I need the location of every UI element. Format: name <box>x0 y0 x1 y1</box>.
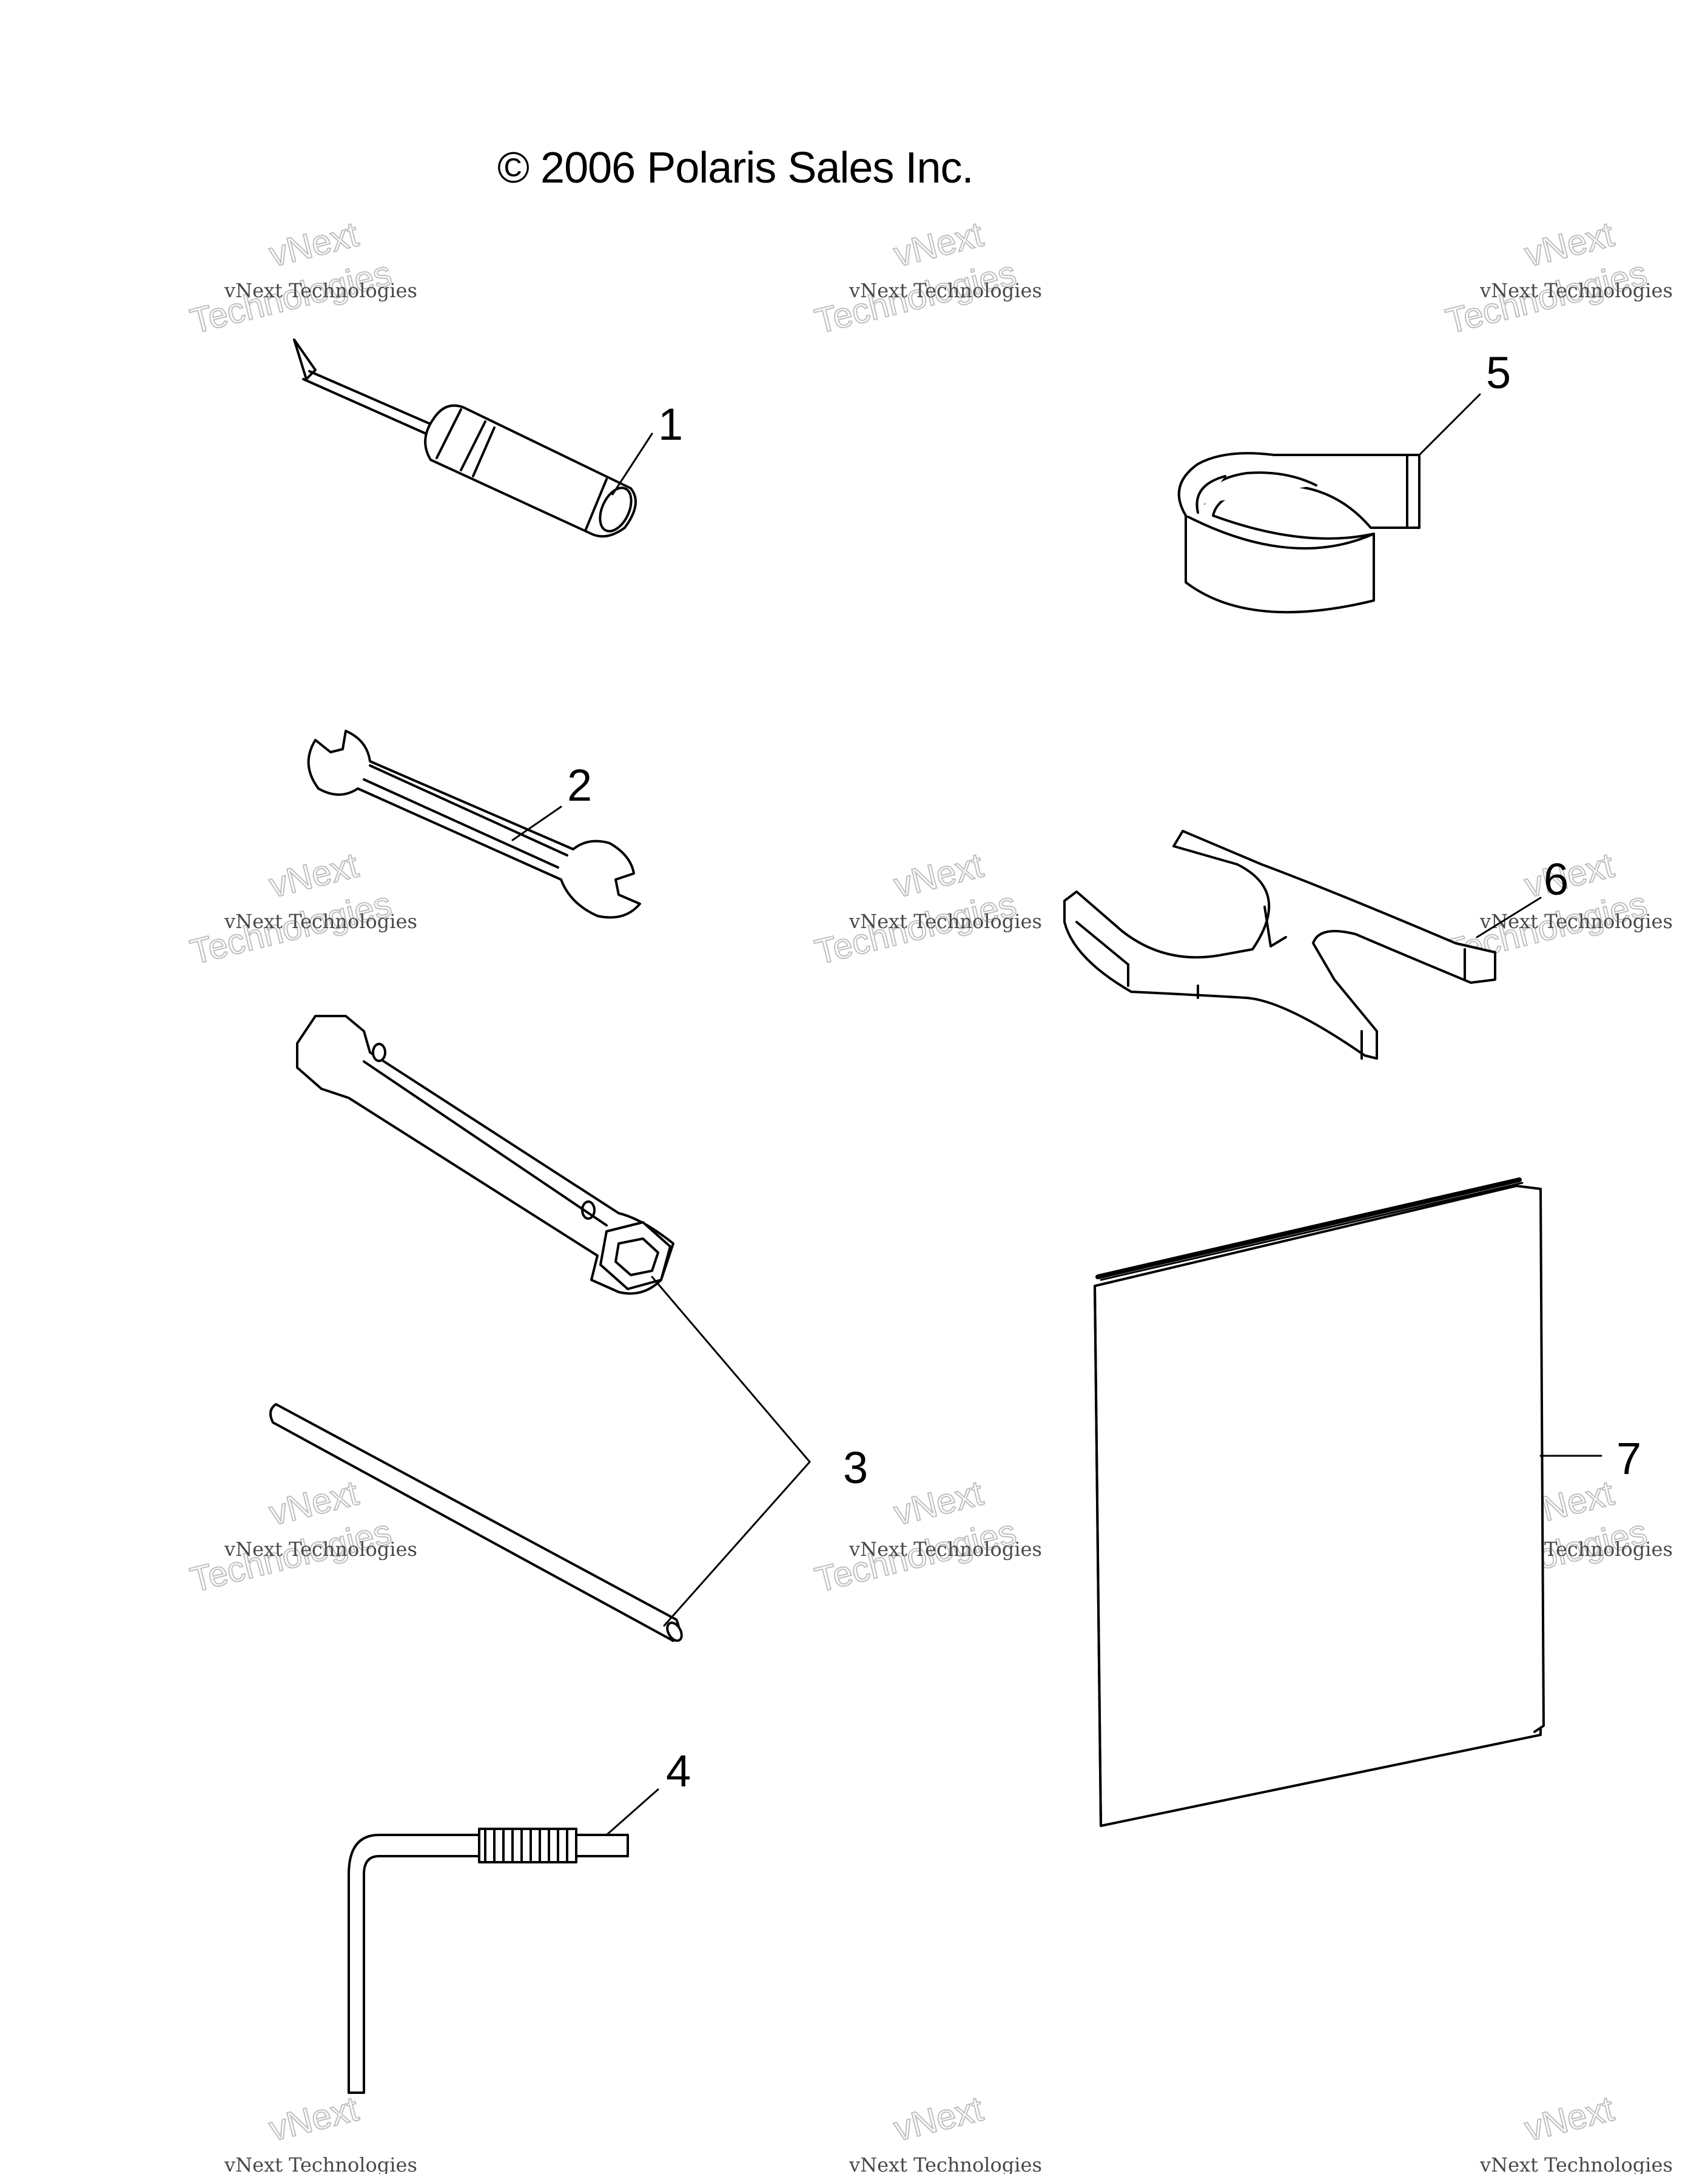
watermark-3: vNext Technologies vNext Technologies <box>1441 214 1673 342</box>
copyright-notice: © 2006 Polaris Sales Inc. <box>497 144 973 192</box>
watermark-text: vNext Technologies <box>224 279 417 302</box>
callout-7: 7 <box>1616 1433 1641 1484</box>
strap-icon[interactable] <box>1177 452 1421 614</box>
callout-4: 4 <box>666 1746 691 1796</box>
watermark-4: vNext Technologies vNext Technologies <box>186 845 417 973</box>
watermark-text: vNext Technologies <box>849 2153 1042 2174</box>
socket-wrench-icon[interactable] <box>296 1015 674 1295</box>
watermark-text: vNext Technologies <box>1479 279 1673 302</box>
watermark-text: vNext Technologies <box>1479 910 1673 933</box>
screwdriver-icon[interactable] <box>293 338 637 538</box>
watermark-text: vNext Technologies <box>849 1538 1042 1561</box>
callout-2: 2 <box>567 760 592 810</box>
watermark-text: vNext Technologies <box>224 910 417 933</box>
hex-key-icon[interactable] <box>348 1828 629 2094</box>
watermark-text: vNext <box>1521 2089 1618 2149</box>
callout-labels: 1 2 3 4 5 6 7 <box>567 348 1641 1796</box>
watermark-11: vNext vNext Technologies <box>849 2088 1042 2174</box>
callout-1: 1 <box>658 399 683 449</box>
callout-6: 6 <box>1544 854 1568 904</box>
leader-lines <box>511 393 1602 1836</box>
spanner-icon[interactable] <box>1063 830 1496 1060</box>
watermark-text: vNext Technologies <box>849 279 1042 302</box>
tommy-bar-icon[interactable] <box>269 1403 685 1643</box>
watermark-1: vNext Technologies vNext Technologies <box>186 214 417 342</box>
watermark-2: vNext Technologies vNext Technologies <box>810 214 1042 342</box>
watermark-7: vNext Technologies vNext Technologies <box>186 1473 417 1601</box>
watermark-text: vNext Technologies <box>224 2153 417 2174</box>
watermark-text: vNext <box>890 2089 987 2149</box>
manual-icon[interactable] <box>1094 1177 1545 1827</box>
watermark-10: vNext vNext Technologies <box>224 2088 417 2174</box>
callout-5: 5 <box>1486 348 1511 398</box>
watermark-text: vNext Technologies <box>224 1538 417 1561</box>
watermark-12: vNext vNext Technologies <box>1479 2088 1673 2174</box>
wrench-icon[interactable] <box>307 730 641 919</box>
watermark-text: vNext Technologies <box>849 910 1042 933</box>
callout-3: 3 <box>843 1442 868 1493</box>
watermark-text: vNext Technologies <box>1479 2153 1673 2174</box>
watermark-5: vNext Technologies vNext Technologies <box>810 845 1042 973</box>
watermark-text: vNext <box>265 2089 362 2149</box>
